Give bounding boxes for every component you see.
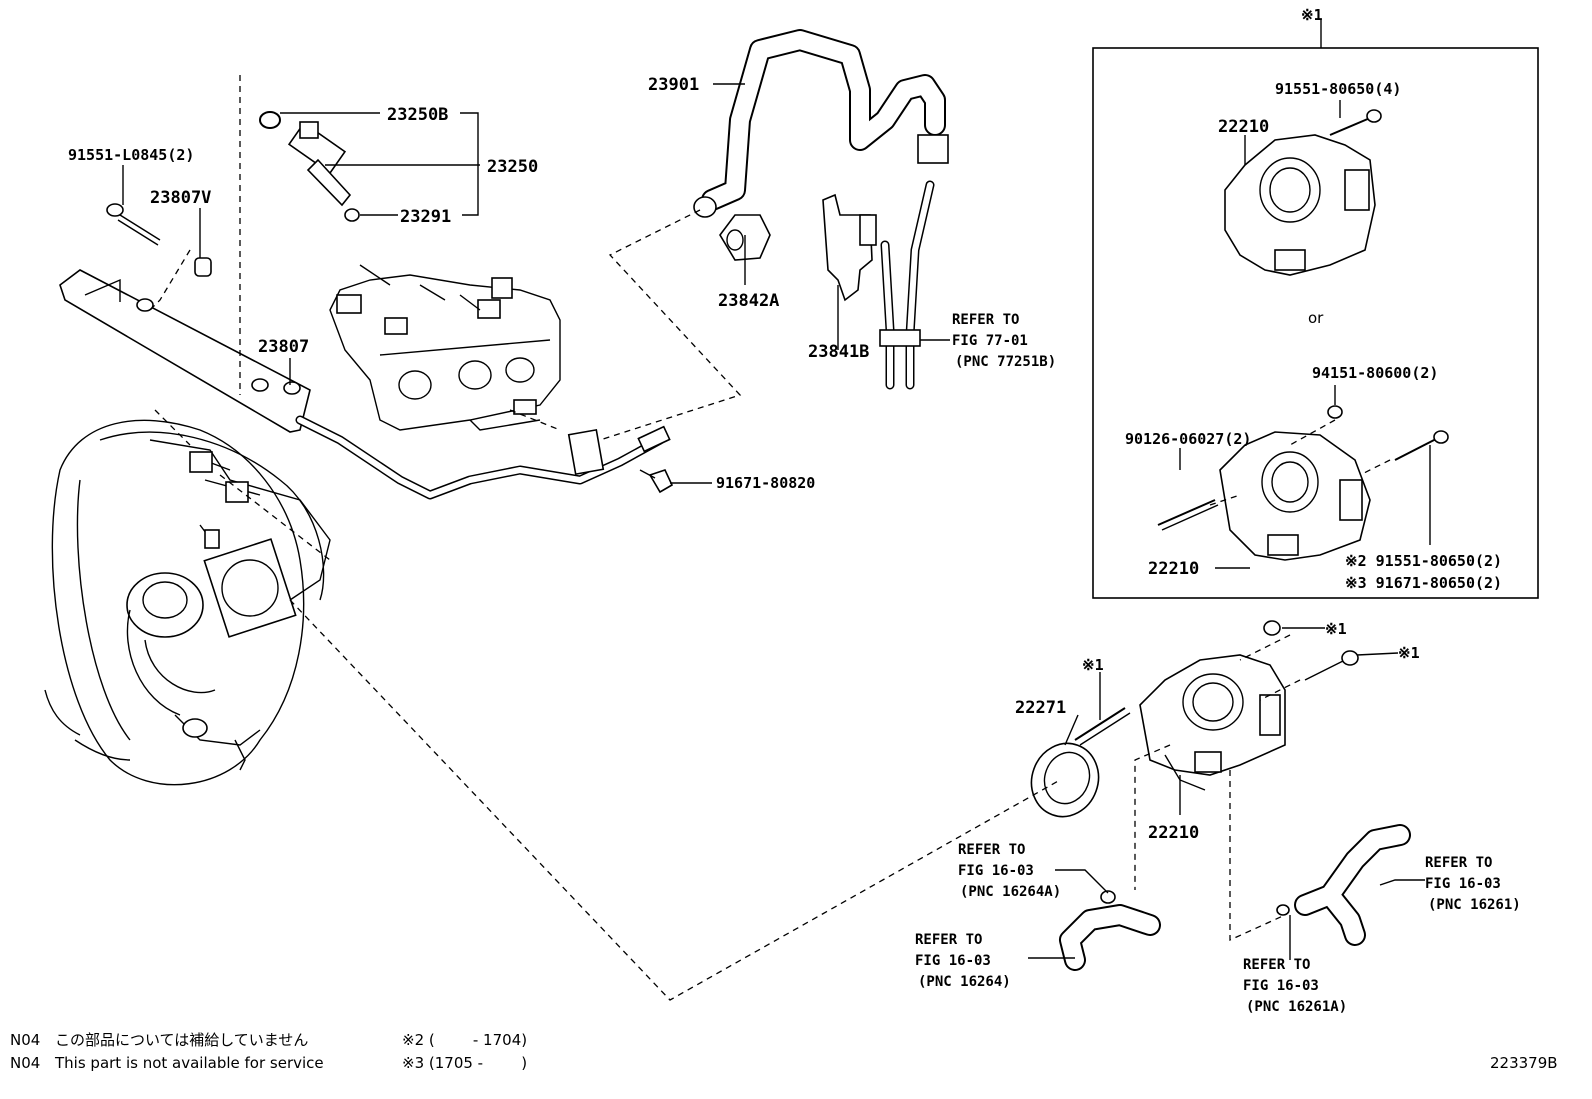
gasket-22271 — [1030, 742, 1100, 818]
inset-throttle-body-a — [1224, 109, 1382, 276]
inset-box — [1092, 47, 1539, 599]
footer-note-jp: この部品については補給していません — [55, 1031, 308, 1049]
svg-text:(PNC 16264): (PNC 16264) — [918, 974, 1011, 990]
refer-77-01: REFER TO FIG 77-01 (PNC 77251B) — [952, 312, 1056, 370]
label-note2-bolt: ※2 91551-80650(2) — [1345, 552, 1502, 570]
svg-text:REFER TO: REFER TO — [958, 842, 1025, 858]
nut-and-bolt — [1263, 620, 1359, 681]
refer-16264: REFER TO FIG 16-03 (PNC 16264) — [915, 932, 1011, 990]
fuel-injector-23250 — [259, 111, 360, 222]
bolt-91671-80820 — [639, 469, 674, 494]
label-23807V: 23807V — [150, 188, 211, 208]
cylinder-head-drawing — [329, 264, 561, 431]
svg-text:(PNC 16261): (PNC 16261) — [1428, 897, 1521, 913]
svg-text:REFER TO: REFER TO — [952, 312, 1019, 328]
label-23250: 23250 — [487, 157, 538, 177]
footer-notes: N04 この部品については補給していません N04 This part is n… — [10, 1031, 1558, 1072]
mark-1-nut: ※1 — [1325, 620, 1347, 638]
svg-text:REFER TO: REFER TO — [1425, 855, 1492, 871]
label-91551-80650-4: 91551-80650(4) — [1275, 80, 1401, 98]
svg-text:(PNC 77251B): (PNC 77251B) — [955, 354, 1056, 370]
label-23250B: 23250B — [387, 105, 448, 125]
svg-text:(PNC 16261A): (PNC 16261A) — [1246, 999, 1347, 1015]
mark-1-stud: ※1 — [1082, 656, 1104, 674]
label-22271: 22271 — [1015, 698, 1066, 718]
label-23841B: 23841B — [808, 342, 869, 362]
dashed-guides — [149, 75, 1301, 1001]
label-23901: 23901 — [648, 75, 699, 95]
inset-throttle-body-b — [1157, 405, 1449, 561]
hose-23901 — [693, 29, 949, 218]
bolt-91551-L0845 — [106, 203, 212, 277]
footer-note3: ※3 (1705 - ) — [402, 1054, 527, 1072]
label-91671-80820: 91671-80820 — [716, 474, 815, 492]
svg-text:FIG 16-03: FIG 16-03 — [1243, 978, 1319, 994]
throttle-body-22210 — [1139, 654, 1286, 791]
refer-16261: REFER TO FIG 16-03 (PNC 16261) — [1425, 855, 1521, 913]
inset-mark: ※1 — [1301, 6, 1323, 24]
leader-lines — [122, 20, 1431, 960]
label-23291: 23291 — [400, 207, 451, 227]
label-22210-inset-b: 22210 — [1148, 559, 1199, 579]
svg-text:(PNC 16264A): (PNC 16264A) — [960, 884, 1061, 900]
svg-text:REFER TO: REFER TO — [915, 932, 982, 948]
label-note3-bolt: ※3 91671-80650(2) — [1345, 574, 1502, 592]
label-23842A: 23842A — [718, 291, 779, 311]
footer-note2: ※2 ( - 1704) — [402, 1031, 527, 1049]
label-94151-80600: 94151-80600(2) — [1312, 364, 1438, 382]
refer-16261A: REFER TO FIG 16-03 (PNC 16261A) — [1243, 957, 1347, 1015]
stud-bolt — [1074, 707, 1131, 746]
hose-16264 — [1059, 890, 1161, 971]
figure-id: 223379B — [1490, 1054, 1558, 1072]
svg-text:FIG 16-03: FIG 16-03 — [958, 863, 1034, 879]
svg-text:REFER TO: REFER TO — [1243, 957, 1310, 973]
footer-note-en: This part is not available for service — [54, 1054, 324, 1072]
intake-manifold-drawing — [44, 419, 331, 786]
label-or: or — [1308, 309, 1324, 327]
mark-1-bolt: ※1 — [1398, 644, 1420, 662]
fuel-rail-23807 — [59, 269, 671, 500]
hose-16261 — [1276, 824, 1411, 946]
svg-text:FIG 77-01: FIG 77-01 — [952, 333, 1028, 349]
label-91551-L0845: 91551-L0845(2) — [68, 146, 194, 164]
footer-code-2: N04 — [10, 1054, 40, 1072]
label-22210-main: 22210 — [1148, 823, 1199, 843]
refer-16264A: REFER TO FIG 16-03 (PNC 16264A) — [958, 842, 1061, 900]
label-90126-06027: 90126-06027(2) — [1125, 430, 1251, 448]
svg-text:FIG 16-03: FIG 16-03 — [1425, 876, 1501, 892]
vsv-23841B — [822, 180, 935, 390]
svg-text:FIG 16-03: FIG 16-03 — [915, 953, 991, 969]
footer-code-1: N04 — [10, 1031, 40, 1049]
label-22210-inset-a: 22210 — [1218, 117, 1269, 137]
label-23807: 23807 — [258, 337, 309, 357]
